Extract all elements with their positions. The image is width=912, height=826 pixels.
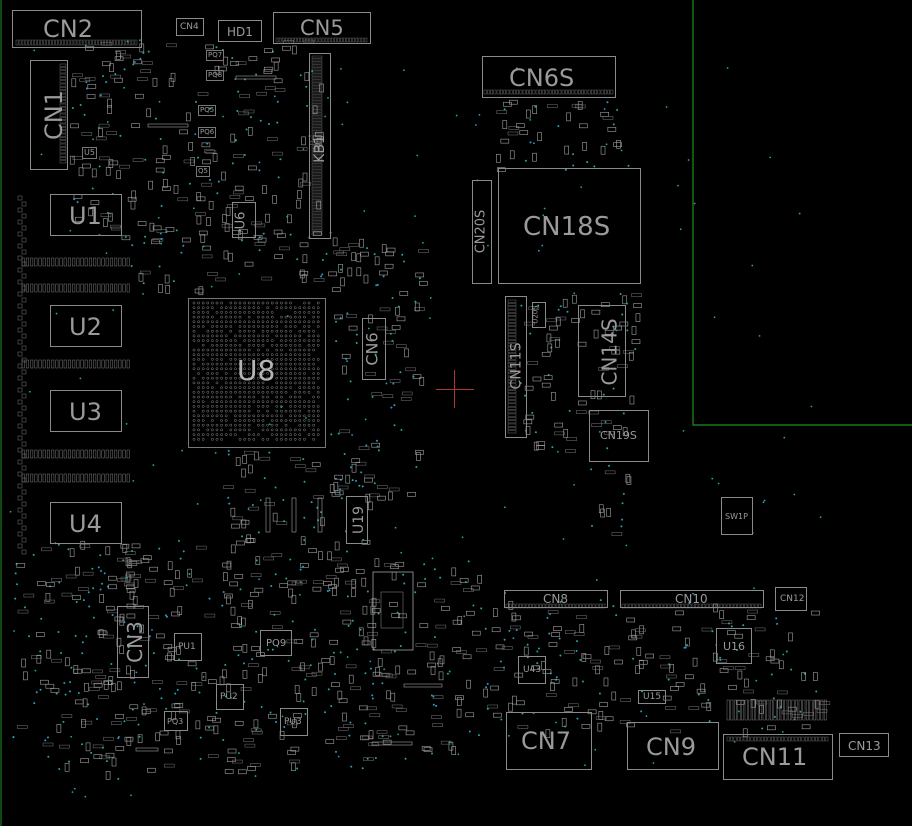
board-outline-cutout: [692, 0, 912, 426]
hd1-label: HD1: [227, 25, 253, 39]
cn20s-label: CN20S: [473, 209, 489, 254]
u43-label: U43: [523, 665, 542, 675]
cn12-label: CN12: [780, 594, 805, 604]
cn1-label: CN1: [39, 90, 68, 140]
cn10-label: CN10: [675, 592, 708, 606]
u8-cpu[interactable]: U8: [188, 298, 326, 448]
pq3-label: PQ3: [167, 717, 184, 726]
cn14s-label: CN14S: [597, 318, 622, 386]
u43-chip[interactable]: U43: [518, 656, 546, 684]
cn11s-connector[interactable]: CN11S: [505, 296, 527, 438]
cn6-connector[interactable]: CN6: [362, 318, 386, 380]
cn4-connector[interactable]: CN4: [176, 18, 204, 36]
cn7-label: CN7: [521, 727, 571, 755]
pq8-label: PQ8: [206, 70, 225, 81]
u8-label: U8: [237, 354, 276, 387]
hd1-hole[interactable]: HD1: [218, 20, 262, 42]
cn12-connector[interactable]: CN12: [775, 587, 807, 611]
cn5-label: CN5: [300, 16, 344, 40]
pq7-label: PQ7: [206, 50, 225, 61]
pu2-chip[interactable]: PU2: [216, 684, 244, 710]
cn9-label: CN9: [646, 733, 696, 761]
cn19s-connector[interactable]: CN19S: [589, 410, 649, 462]
cn8-label: CN8: [543, 592, 568, 606]
u20s-chip[interactable]: U20S: [532, 302, 546, 328]
u3-label: U3: [69, 398, 102, 426]
cn11-label: CN11: [742, 743, 808, 771]
cn3-label: CN3: [122, 621, 147, 663]
u19-chip[interactable]: U19: [346, 496, 368, 544]
u1-chip[interactable]: U1: [50, 194, 122, 236]
cn6s-connector[interactable]: CN6S: [482, 56, 616, 98]
u16-label: U16: [723, 640, 746, 653]
pq9-label: PQ9: [266, 638, 287, 649]
u16-chip[interactable]: U16: [716, 628, 752, 664]
pq6-label: PQ6: [198, 127, 217, 138]
u1-label: U1: [69, 202, 102, 230]
cn5-connector[interactable]: CN5: [273, 12, 371, 44]
cn13-label: CN13: [848, 739, 881, 753]
sw1p-label: SW1P: [725, 512, 748, 521]
cn10-connector[interactable]: CN10: [620, 590, 764, 608]
pu1-chip[interactable]: PU1: [174, 633, 202, 661]
cn18s-label: CN18S: [523, 212, 611, 242]
cn11s-label: CN11S: [508, 342, 525, 390]
u15-chip[interactable]: U15: [638, 690, 666, 704]
cn3-connector[interactable]: CN3: [117, 606, 149, 678]
pu3-chip[interactable]: PU3: [280, 708, 308, 736]
cn11-connector[interactable]: CN11: [723, 734, 833, 780]
cn6s-label: CN6S: [509, 64, 575, 92]
u5-label: U5: [82, 147, 97, 159]
cn1-connector[interactable]: CN1: [30, 60, 68, 170]
u2-chip[interactable]: U2: [50, 305, 122, 347]
cn4-label: CN4: [180, 22, 199, 32]
cn14s-connector[interactable]: CN14S: [578, 305, 626, 397]
sw1p-switch[interactable]: SW1P: [721, 497, 753, 535]
cn2-label: CN2: [43, 15, 93, 43]
pu2-label: PU2: [220, 692, 238, 702]
cn19s-label: CN19S: [600, 429, 637, 442]
cn7-connector[interactable]: CN7: [506, 712, 592, 770]
pq3-chip[interactable]: PQ3: [164, 711, 188, 731]
u2-label: U2: [69, 313, 102, 341]
crosshair-cursor: [436, 370, 474, 408]
pq9-chip[interactable]: PQ9: [260, 630, 292, 656]
pu1-label: PU1: [178, 642, 196, 652]
u6-label: U6: [233, 211, 249, 230]
kb1-connector[interactable]: KB1: [309, 53, 331, 239]
kb1-label: KB1: [311, 135, 328, 163]
cn18s-connector[interactable]: CN18S: [498, 168, 641, 284]
q5-label: Q5: [196, 166, 210, 177]
cn6-label: CN6: [362, 332, 382, 366]
u4-label: U4: [69, 510, 102, 538]
cn20s-connector[interactable]: CN20S: [472, 180, 492, 284]
cn2-connector[interactable]: CN2: [12, 10, 142, 48]
cn8-connector[interactable]: CN8: [504, 590, 608, 608]
u3-chip[interactable]: U3: [50, 390, 122, 432]
cn9-connector[interactable]: CN9: [627, 722, 719, 770]
u20s-label: U20S: [531, 305, 540, 324]
u19-label: U19: [351, 505, 368, 535]
pu3-label: PU3: [284, 717, 302, 727]
u15-label: U15: [643, 692, 662, 702]
u6-chip[interactable]: U6: [232, 202, 256, 238]
u4-chip[interactable]: U4: [50, 502, 122, 544]
cn13-connector[interactable]: CN13: [839, 733, 889, 757]
pq5-label: PQ5: [198, 105, 217, 116]
